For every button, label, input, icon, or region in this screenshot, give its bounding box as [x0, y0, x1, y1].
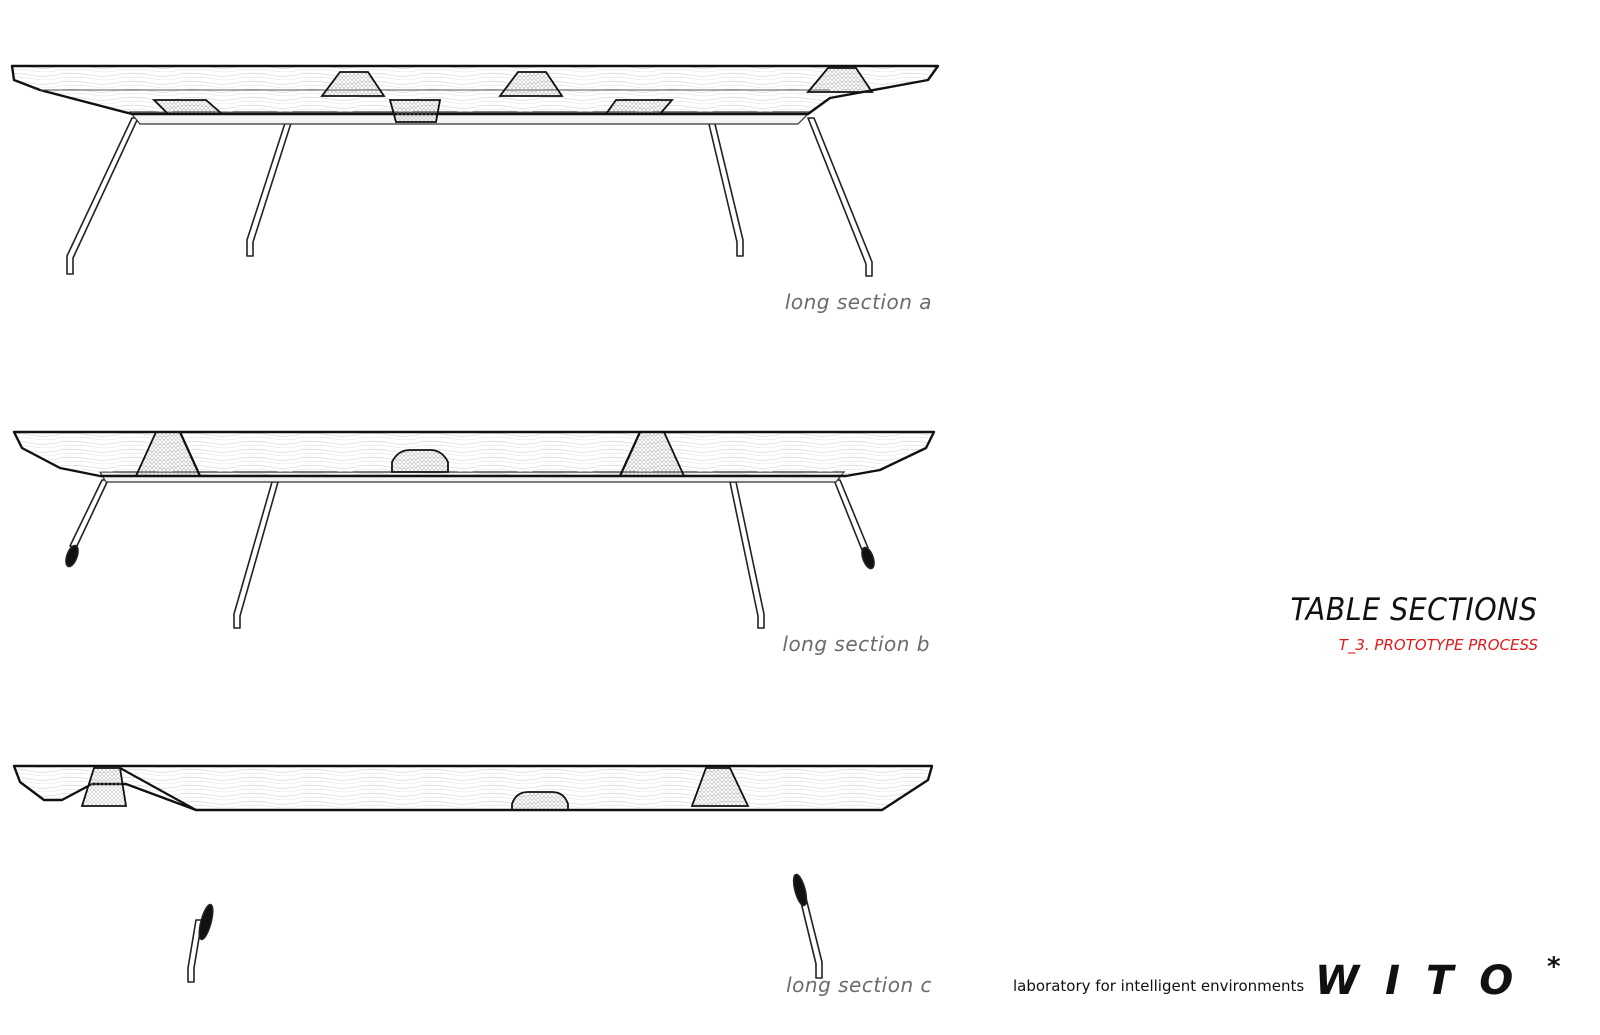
- page-title: TABLE SECTIONS: [1290, 592, 1538, 628]
- section-b-top: [12, 430, 936, 478]
- wito-logo: WITO: [1315, 958, 1540, 1004]
- caption-long-section-c: long section c: [786, 973, 932, 997]
- section-b-legs: [65, 479, 875, 629]
- caption-long-section-a: long section a: [784, 290, 932, 314]
- lab-tagline: laboratory for intelligent environments: [1013, 977, 1305, 995]
- long-section-c: [12, 764, 934, 983]
- caption-long-section-b: long section b: [782, 632, 930, 656]
- section-c-top: [12, 764, 934, 812]
- section-a-joints: [151, 67, 874, 123]
- long-section-a: [10, 64, 940, 277]
- wito-logo-asterisk: *: [1547, 952, 1561, 982]
- page-subtitle: T_3. PROTOTYPE PROCESS: [1338, 636, 1538, 654]
- section-c-joints: [80, 767, 750, 811]
- section-c-legs: [187, 873, 823, 983]
- long-section-b: [12, 430, 936, 629]
- section-a-legs: [66, 117, 873, 277]
